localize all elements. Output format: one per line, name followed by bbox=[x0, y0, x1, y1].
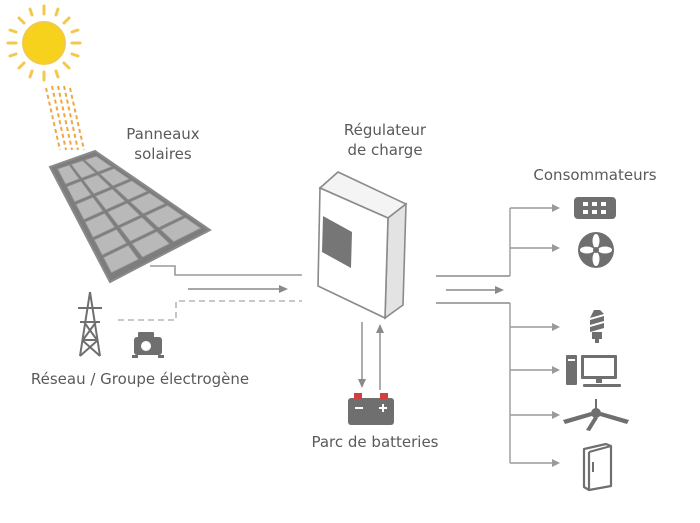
pylon-icon bbox=[78, 291, 102, 357]
sun-icon bbox=[6, 4, 82, 82]
battery-bank-label: Parc de batteries bbox=[311, 433, 439, 451]
sunlight-beams bbox=[45, 85, 85, 151]
solar-cell bbox=[94, 188, 127, 211]
charge-controller-label-line1: Régulateur bbox=[343, 121, 427, 139]
solar-cell bbox=[82, 174, 112, 195]
solar-cell bbox=[106, 202, 142, 227]
bulb-icon bbox=[590, 310, 604, 343]
solar-cell bbox=[129, 192, 167, 215]
battery-icon bbox=[348, 393, 394, 425]
consumers-label: Consommateurs bbox=[533, 166, 657, 184]
ceiling-fan-icon bbox=[563, 399, 629, 431]
solar-panels-label-line2: solaires bbox=[134, 145, 192, 163]
grid-connection-line bbox=[118, 300, 302, 321]
solar-cell bbox=[159, 216, 203, 243]
fridge-icon bbox=[582, 442, 613, 492]
consumer-bus-lines bbox=[509, 204, 560, 467]
led-panel-icon bbox=[574, 197, 616, 219]
charge-controller-label: Régulateur de charge bbox=[330, 120, 440, 160]
solar-cell bbox=[75, 196, 105, 221]
solar-cell bbox=[70, 159, 97, 179]
solar-cell bbox=[144, 204, 185, 229]
charge-controller-icon bbox=[317, 171, 408, 320]
solar-cell bbox=[98, 167, 131, 187]
solar-panels-label: Panneaux solaires bbox=[108, 124, 218, 164]
solar-cell bbox=[84, 212, 116, 239]
solar-cell bbox=[130, 230, 171, 259]
solar-cell bbox=[118, 216, 156, 243]
battery-flow-arrows bbox=[358, 322, 384, 390]
solar-cell bbox=[93, 228, 128, 256]
solar-cell bbox=[83, 155, 114, 173]
fan-icon bbox=[578, 232, 614, 268]
solar-panel-icon bbox=[48, 149, 302, 284]
charge-controller-label-line2: de charge bbox=[347, 141, 423, 159]
solar-cell bbox=[56, 164, 81, 186]
solar-cell bbox=[113, 179, 149, 201]
computer-icon bbox=[566, 355, 621, 387]
solar-panels-label-line1: Panneaux bbox=[126, 125, 200, 143]
solar-cell bbox=[65, 180, 93, 203]
flow-arrows-in bbox=[188, 285, 288, 293]
flow-arrows-out bbox=[436, 275, 510, 304]
generator-icon bbox=[132, 332, 164, 358]
grid-generator-label: Réseau / Groupe électrogène bbox=[30, 370, 250, 388]
solar-cell bbox=[102, 244, 140, 274]
